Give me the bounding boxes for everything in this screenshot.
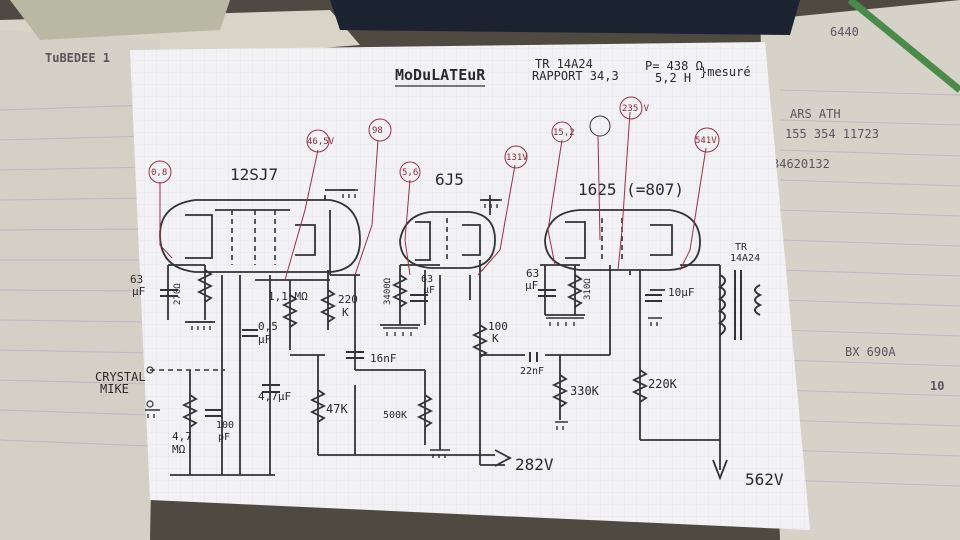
- capacitors: [160, 289, 662, 417]
- label-c10uf: 10μF: [668, 286, 695, 299]
- label-r330k: 330K: [570, 384, 600, 398]
- bg-note-2: 155 354 11723: [785, 127, 879, 141]
- measure-note-1: P= 438 Ω: [645, 59, 703, 73]
- label-c22nf: 22nF: [520, 366, 544, 377]
- label-r3400: 3400Ω: [383, 277, 393, 305]
- v1-plate-voltage: 98: [372, 126, 383, 136]
- v1-screen-voltage: 46,5V: [307, 137, 335, 147]
- tube-label-1625: 1625 (=807): [578, 180, 684, 199]
- tube-envelope-1625: [544, 209, 701, 271]
- supply-562v: 562V: [745, 470, 784, 489]
- input-jack-icon: [146, 366, 154, 374]
- label-r270: 270Ω: [173, 283, 183, 305]
- bg-note-1: ARS ATH: [790, 107, 841, 121]
- measure-note-3: }mesuré: [700, 65, 751, 79]
- v3-screen-voltage: 235 V: [622, 104, 650, 114]
- supply-282v: 282V: [515, 455, 554, 474]
- v3-cathode-voltage: 15,2: [553, 128, 575, 138]
- bg-card-label: TuBEDEE 1: [45, 51, 110, 65]
- label-r1-1m: 1,1 MΩ: [268, 290, 308, 303]
- transformer-note-2: RAPPORT 34,3: [532, 69, 619, 83]
- tube-electrodes: [185, 209, 673, 265]
- bg-note-4: BX 690A: [845, 345, 896, 359]
- label-pot500k: 500K: [383, 410, 407, 421]
- label-c16nf: 16nF: [370, 352, 397, 365]
- left-notebook: [0, 30, 160, 540]
- arrow-282v: [494, 449, 512, 467]
- tube-label-12sj7: 12SJ7: [230, 165, 278, 184]
- input-label-2: MIKE: [100, 382, 129, 396]
- ground-jack-icon: [146, 400, 154, 408]
- label-r47k: 47K: [326, 402, 348, 416]
- v3-plate-voltage: 541V: [695, 136, 717, 146]
- bg-corner-number: 6440: [830, 25, 859, 39]
- v1-cathode-voltage: 0,8: [151, 168, 167, 178]
- label-c47uf: 4,7μF: [258, 390, 291, 403]
- measure-note-2: 5,2 H: [655, 71, 691, 85]
- dark-device: [330, 0, 800, 35]
- bg-note-5: 10: [930, 379, 944, 393]
- tube-envelope-12sj7: [159, 199, 361, 273]
- output-transformer: [718, 270, 763, 340]
- bg-note-3: 34620132: [772, 157, 830, 171]
- green-card: [10, 0, 230, 40]
- label-r220k-b: 220K: [648, 377, 678, 391]
- voltage-bubbles: [148, 96, 720, 184]
- schematic-title: MoDuLATEuR: [395, 66, 486, 84]
- measurement-leads: [159, 111, 707, 281]
- label-r310: 310Ω: [583, 278, 593, 300]
- input-label-1: CRYSTAL: [95, 370, 146, 384]
- v2-cathode-voltage: 5,6: [402, 168, 418, 178]
- arrow-562v: [712, 459, 728, 481]
- resistors: [181, 269, 649, 428]
- ground-symbols: [145, 189, 662, 458]
- transformer-note-1: TR 14A24: [535, 57, 593, 71]
- tube-label-6j5: 6J5: [435, 170, 464, 189]
- green-pen: [847, 0, 960, 93]
- v2-plate-voltage: 131V: [506, 153, 528, 163]
- notebook-lines: [0, 89, 960, 487]
- right-notebook: [760, 0, 960, 540]
